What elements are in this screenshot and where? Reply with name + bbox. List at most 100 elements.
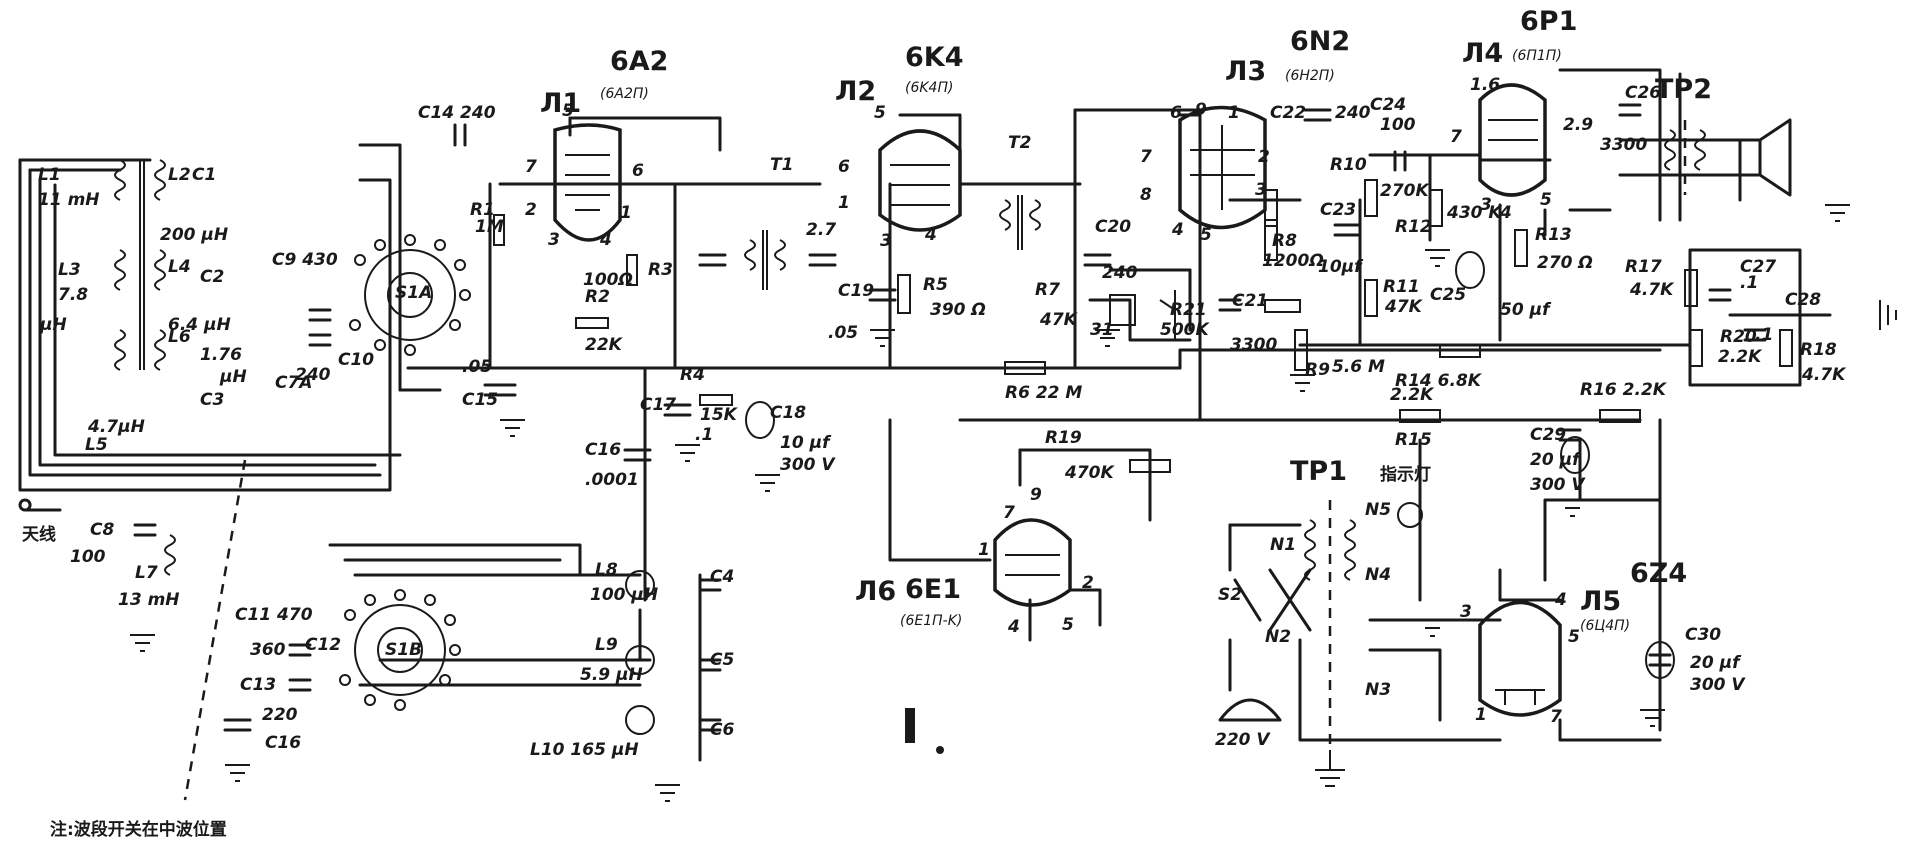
pin: 1	[620, 203, 632, 223]
label: 4.7K	[1629, 280, 1675, 300]
if-transformer-t2	[999, 195, 1041, 250]
label: 100	[70, 547, 106, 567]
label: C18	[770, 403, 806, 423]
label: C28	[1785, 290, 1821, 310]
label: L1	[38, 165, 61, 185]
label: 300 V	[780, 455, 836, 475]
tube-l6-type: 6E1	[905, 574, 961, 605]
tube-l5	[1478, 600, 1562, 717]
tube-l1	[553, 116, 622, 242]
tube-l5-ref: Л5	[1580, 586, 1621, 617]
label: 100	[1380, 115, 1416, 135]
pin: 5	[1062, 615, 1074, 635]
label: R17	[1625, 257, 1662, 277]
label: 200 μH	[160, 225, 228, 245]
output-transformer-tp2	[1664, 120, 1706, 195]
pin: 4	[924, 225, 937, 245]
label: C7A	[275, 373, 312, 393]
label: C12	[305, 635, 341, 655]
label: T1	[770, 155, 793, 175]
label: R4	[680, 365, 705, 385]
label: C29	[1530, 425, 1566, 445]
tube-l3-alt: (6H2П)	[1285, 68, 1335, 84]
label: C30	[1685, 625, 1721, 645]
label: S2	[1218, 585, 1242, 605]
mains-plug	[1218, 698, 1282, 722]
label: R18	[1800, 340, 1837, 360]
tube-l6	[993, 518, 1072, 607]
pin: 5	[1568, 627, 1580, 647]
label: L9	[595, 635, 618, 655]
label: 指示灯	[1380, 464, 1431, 485]
ground-symbols	[130, 204, 1897, 802]
tube-l4-type: 6P1	[1520, 6, 1577, 37]
pin: 4	[1007, 617, 1020, 637]
pin: 7	[1550, 707, 1562, 727]
pin: 6	[1170, 103, 1182, 123]
label: 天线	[22, 524, 56, 545]
stray-dot	[936, 746, 944, 754]
label: C1	[192, 165, 216, 185]
label: R5	[923, 275, 948, 295]
label: R3	[648, 260, 673, 280]
label: 1M	[475, 217, 504, 237]
label: 360	[250, 640, 286, 660]
pin: 3	[1255, 180, 1267, 200]
tube-l6-alt: (6E1П-K)	[900, 613, 962, 629]
label: 300 V	[1690, 675, 1746, 695]
pin: 7	[1140, 147, 1152, 167]
label: 2.2K	[1718, 347, 1763, 367]
label: L10 165 μH	[530, 740, 639, 760]
stray-mark	[905, 708, 915, 743]
label: 3300	[1230, 335, 1277, 355]
label: R21	[1170, 300, 1207, 320]
label: T2	[1008, 133, 1031, 153]
label: 31	[1090, 320, 1114, 340]
label: C17	[640, 395, 676, 415]
tube-l2-type: 6K4	[905, 42, 964, 73]
pin: 1	[978, 540, 990, 560]
label: 2.7	[806, 220, 836, 240]
tube-l5-alt: (6Ц4П)	[1580, 618, 1630, 634]
label: R6 22 M	[1005, 383, 1082, 403]
label: 5.6 M	[1332, 357, 1385, 377]
label: C4	[710, 567, 734, 587]
tube-l3	[1178, 105, 1267, 230]
label: C3	[200, 390, 224, 410]
band-coils-lower	[164, 534, 655, 735]
label: R1	[470, 200, 495, 220]
pin: 2	[1082, 573, 1094, 593]
resistors	[493, 179, 1793, 473]
label: TP1	[1290, 456, 1347, 487]
pin: 5	[1540, 190, 1552, 210]
label: C8	[90, 520, 114, 540]
label: C19	[838, 281, 874, 301]
jack-31	[1109, 294, 1136, 326]
band-switch-s1a	[349, 234, 471, 356]
label: L3	[58, 260, 81, 280]
label: 300 V	[1530, 475, 1586, 495]
label: 100Ω	[583, 270, 633, 290]
label: R7	[1035, 280, 1060, 300]
pin: 3	[1480, 195, 1492, 215]
tube-l4-alt: (6П1П)	[1512, 48, 1562, 64]
label: R13	[1535, 225, 1572, 245]
label: R8	[1272, 231, 1297, 251]
label: C25	[1430, 285, 1466, 305]
pin: 6	[838, 157, 850, 177]
pin: 2	[525, 200, 537, 220]
speaker	[1738, 118, 1792, 197]
label: 1.76	[200, 345, 242, 365]
label: 15K	[700, 405, 739, 425]
label: 5.9 μH	[580, 665, 643, 685]
label: R9	[1305, 360, 1330, 380]
tube-labels: Л1 6A2 (6A2П) Л2 6K4 (6K4П) Л3 6N2 (6H2П…	[540, 6, 1687, 634]
label: L4	[168, 257, 191, 277]
pin: 3	[548, 230, 560, 250]
label: L6	[168, 327, 191, 347]
if-transformer-t1	[744, 230, 786, 290]
pin: 5	[874, 103, 886, 123]
cross-wiring	[1268, 568, 1312, 632]
pin: 9	[1195, 100, 1207, 120]
